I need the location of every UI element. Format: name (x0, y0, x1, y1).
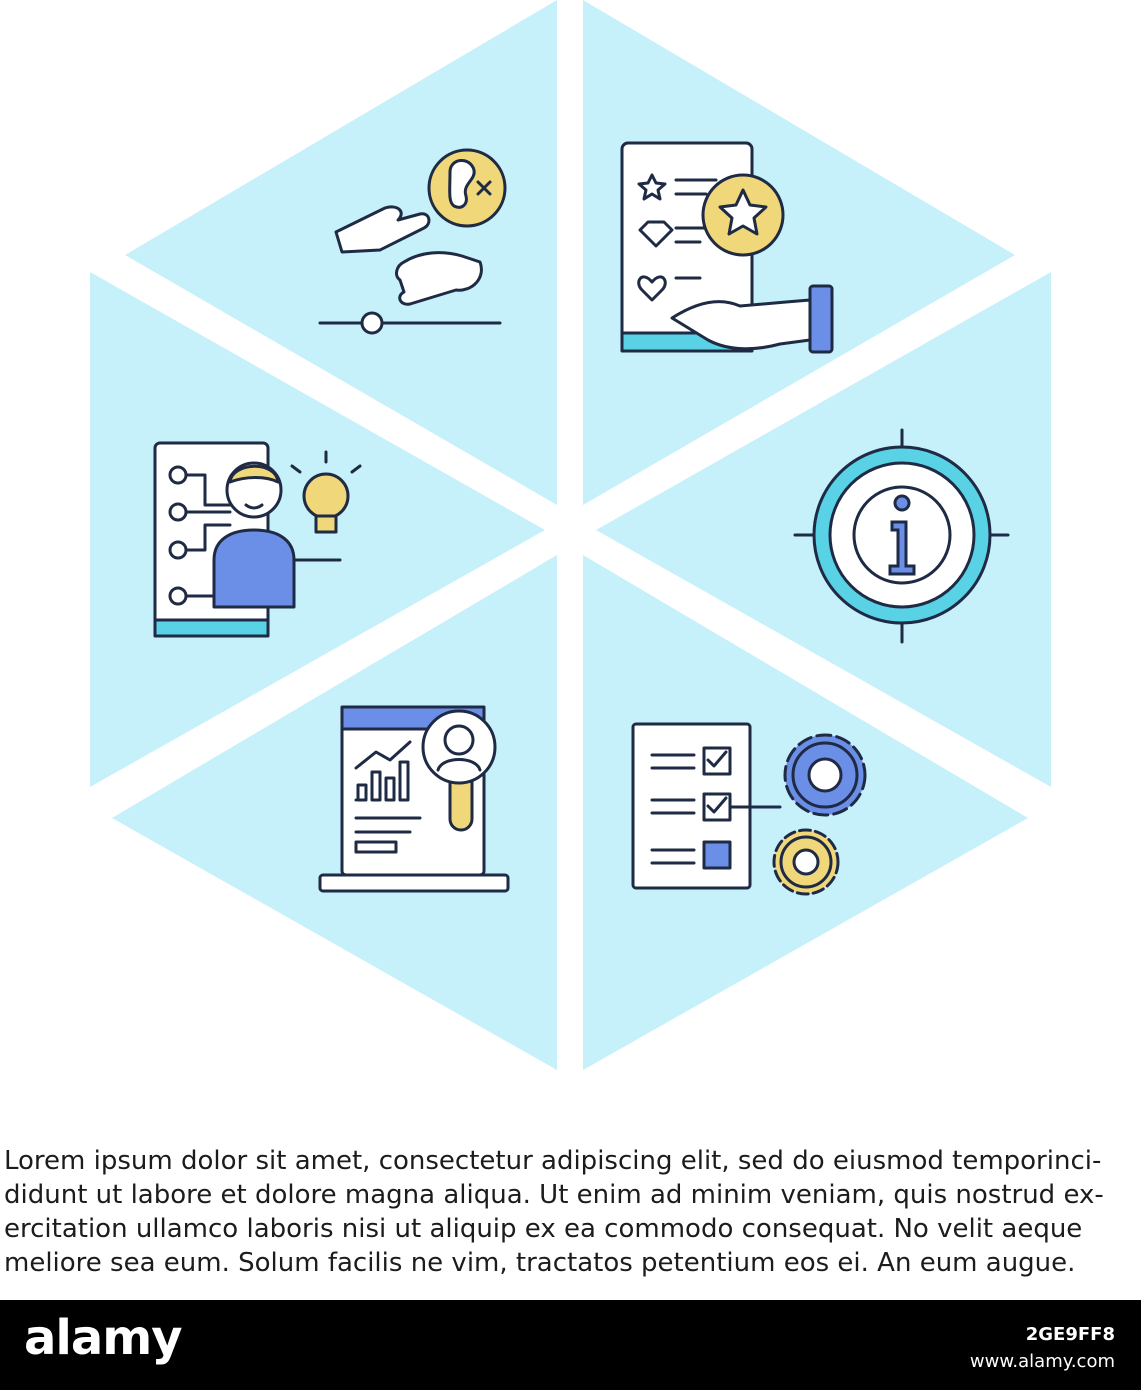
body-line: Lorem ipsum dolor sit amet, consectetur … (4, 1146, 1102, 1176)
hexagon-icon-grid (90, 0, 1051, 1070)
watermark-footer: alamy 2GE9FF8 www.alamy.com (0, 1300, 1141, 1390)
body-paragraph: Lorem ipsum dolor sit amet, consectetur … (4, 1144, 1138, 1280)
brand-logo: alamy (24, 1310, 183, 1366)
info-target-icon (793, 428, 1010, 644)
body-line: meliore sea eum. Solum facilis ne vim, t… (4, 1248, 1076, 1278)
checklist-settings-icon (631, 722, 867, 896)
body-line: ercitation ullamco laboris nisi ut aliqu… (4, 1214, 1083, 1244)
panel-top-right (583, 0, 1015, 505)
online-analytics-profile-icon (318, 705, 510, 893)
site-url: www.alamy.com (969, 1351, 1115, 1372)
body-line: didunt ut labore et dolore magna aliqua.… (4, 1180, 1104, 1210)
gear-icon (772, 828, 840, 896)
gear-icon (783, 733, 867, 817)
panel-bottom-left (112, 555, 557, 1070)
sign-language-hearing-icon (318, 148, 507, 335)
mentor-idea-icon (153, 441, 362, 638)
rating-feedback-icon (620, 141, 834, 354)
panel-bottom-right (583, 555, 1028, 1070)
footer-meta: 2GE9FF8 www.alamy.com (970, 1324, 1115, 1372)
image-id: 2GE9FF8 (1025, 1324, 1115, 1345)
